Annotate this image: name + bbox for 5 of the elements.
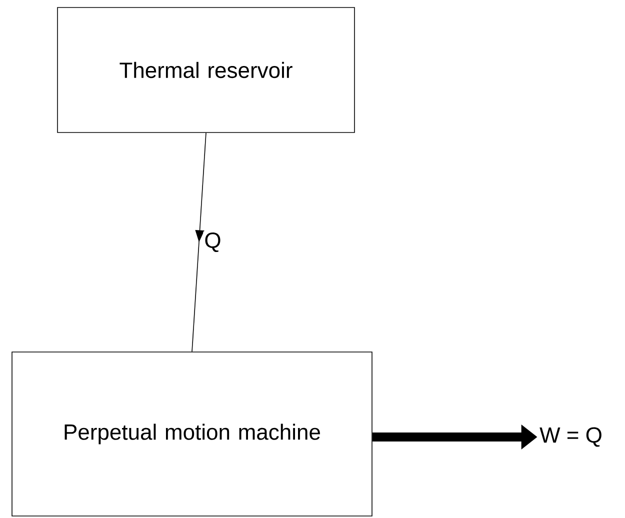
arrow — [192, 132, 206, 352]
process-box: Thermal reservoir — [57, 7, 355, 133]
process-box: Perpetual motion machine — [12, 352, 372, 516]
edge-label: Q — [203, 231, 222, 253]
output-label: W = Q — [540, 427, 602, 447]
